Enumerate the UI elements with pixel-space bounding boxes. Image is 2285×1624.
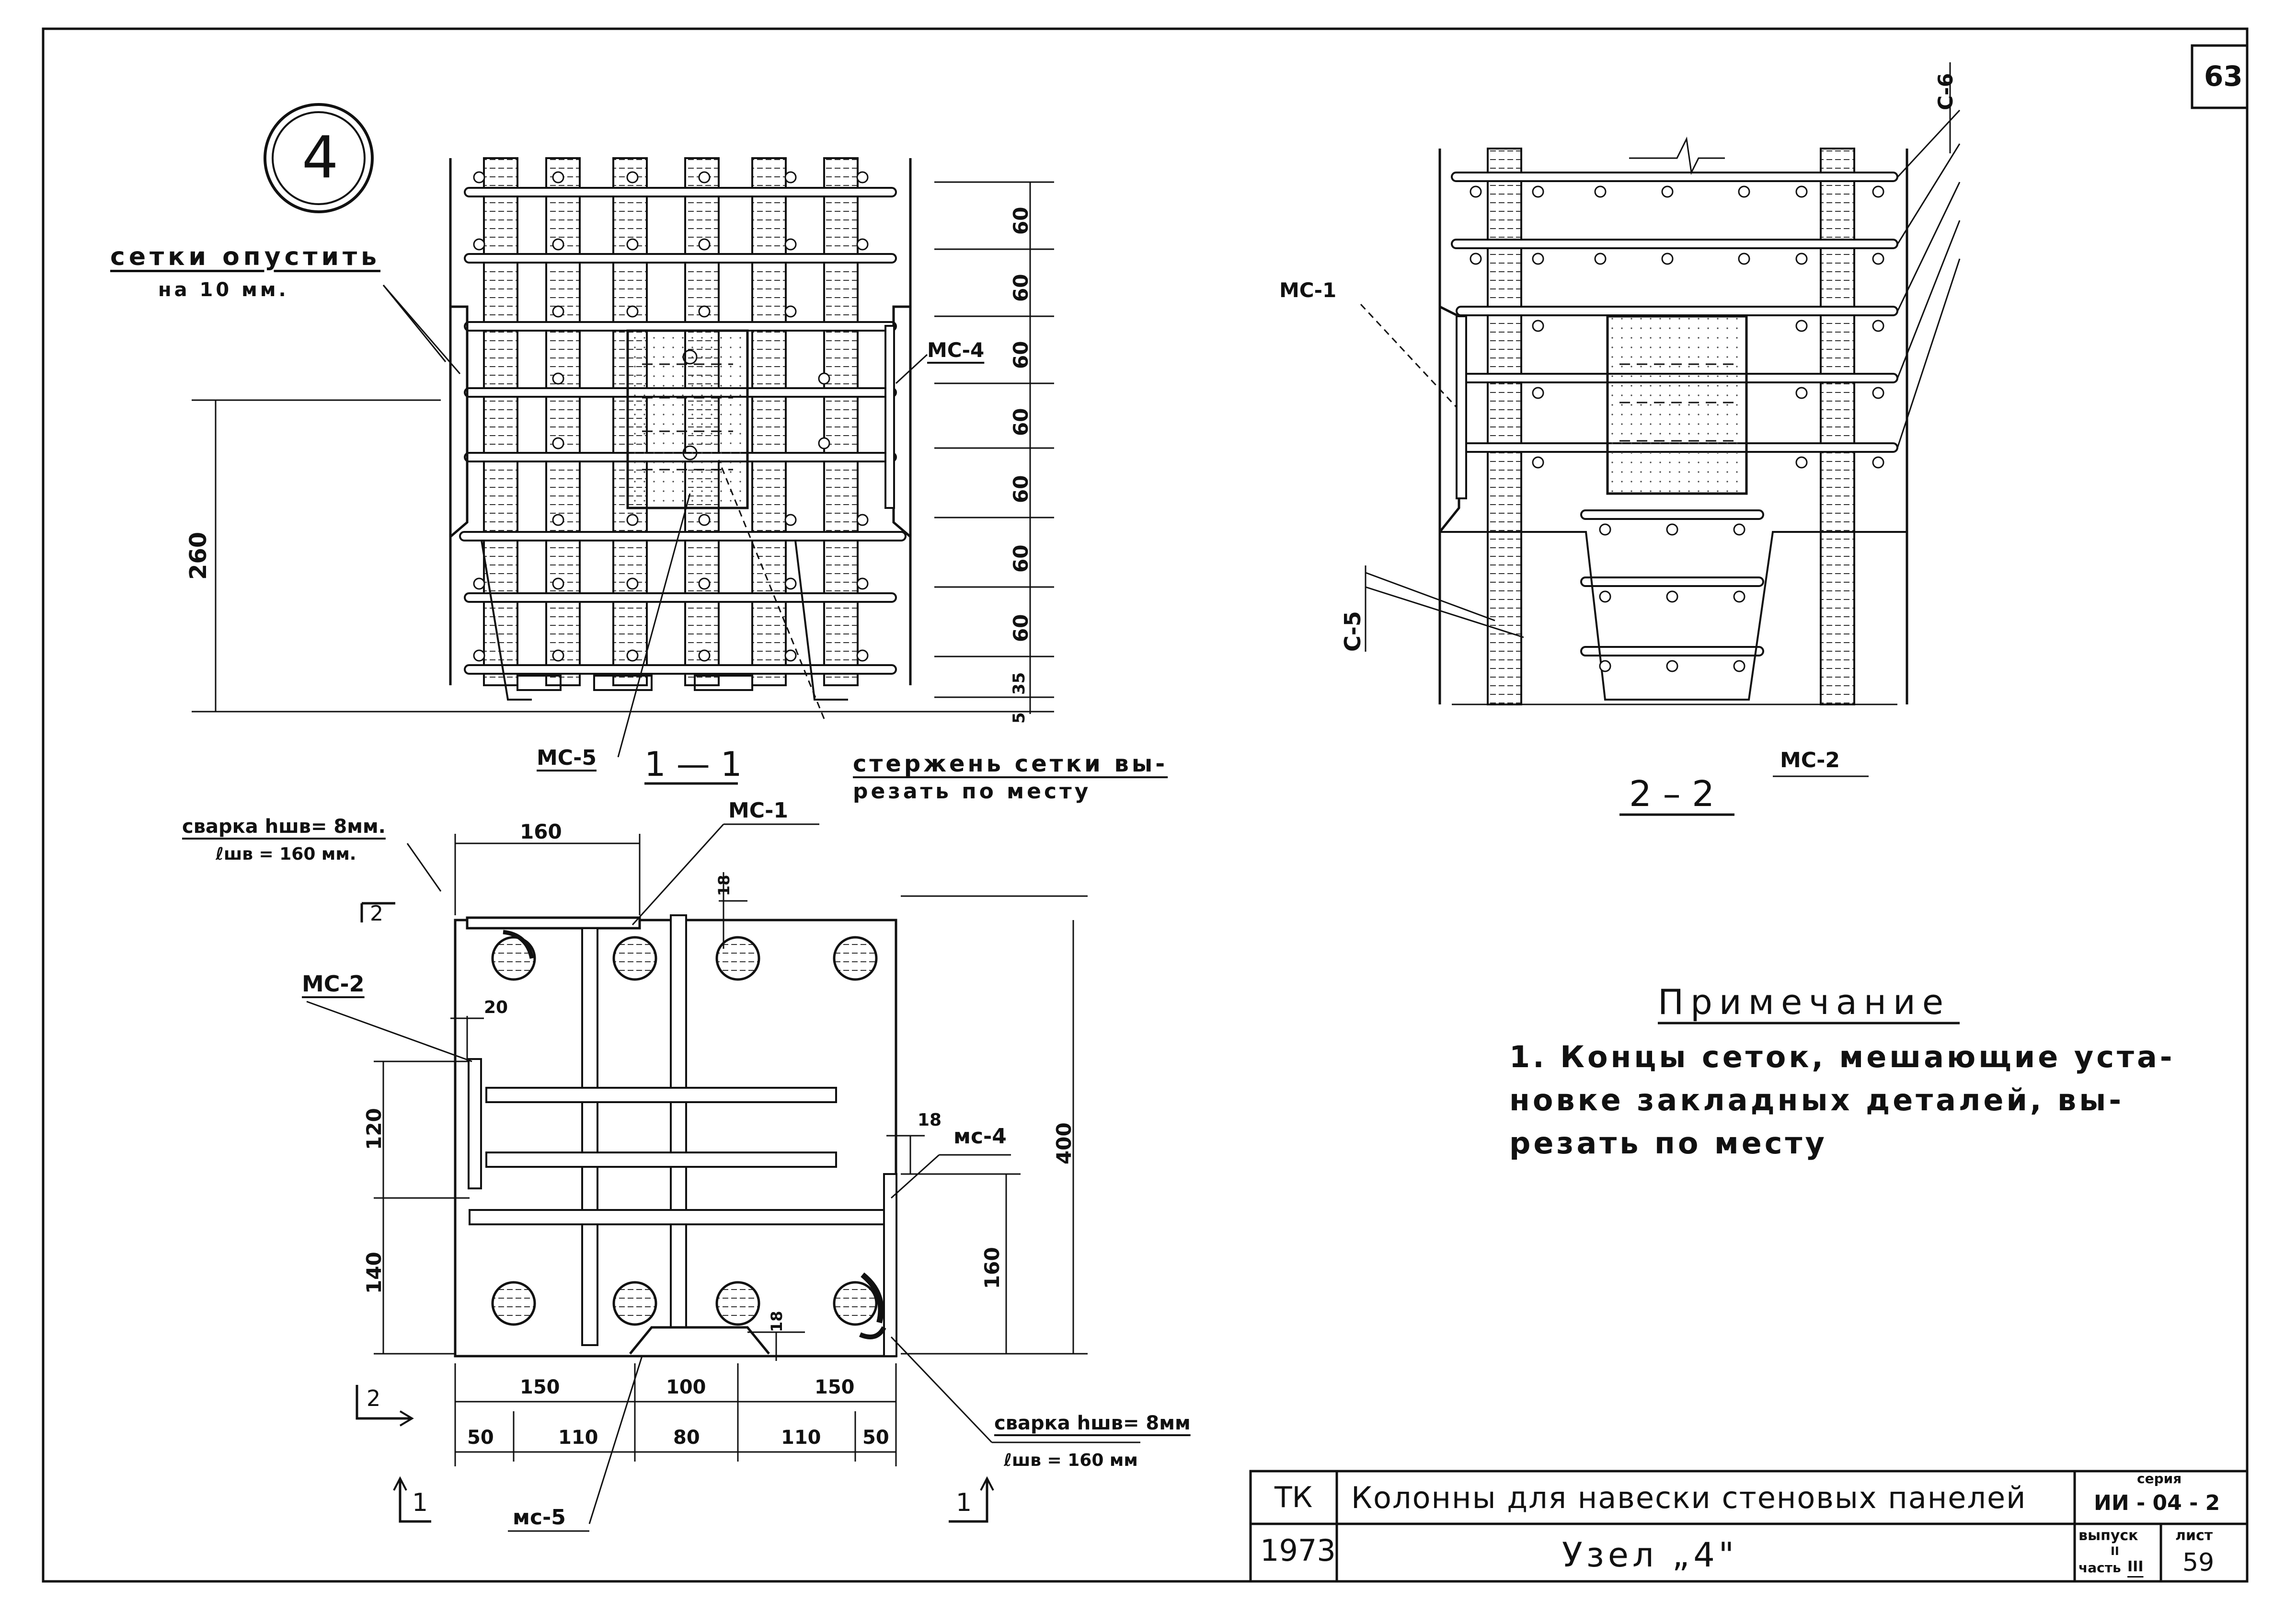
dim-right-4: 60 [1009,408,1033,436]
weld-bottom-line1: сварка hшв= 8мм [994,1412,1191,1434]
title-block-title: Колонны для навески стеновых панелей [1351,1480,2027,1515]
dim-260: 260 [185,531,212,580]
plan-dim-row2-5: 50 [862,1427,889,1449]
plan-cut-mark-2-top: 2 [370,901,383,926]
note-cut-rod-line2: резать по месту [853,779,1091,804]
note-line2: новке закладных деталей, вы- [1509,1083,2124,1117]
sheet-frame [42,27,2249,1583]
title-block-year: 1973 [1260,1533,1336,1568]
note-cut-rod-line1: стержень сетки вы- [853,750,1168,777]
dim-right-3: 60 [1009,341,1033,369]
plan-dim-18-top: 18 [715,875,733,896]
title-block-sheet-label: лист [2175,1527,2213,1544]
plan-mc2-label: МС-2 [302,971,365,997]
note-lower-mesh-line2: на 10 мм. [158,279,289,301]
dim-right-1: 60 [1009,207,1033,235]
section-2-2-drawing [1360,62,1961,816]
title-block-issue-value: II [2111,1544,2119,1558]
node-marker-circle [264,103,374,213]
dim-right-6: 60 [1009,544,1033,573]
plan-mc5-label: мс-5 [513,1505,566,1530]
plan-dim-400: 400 [1052,1122,1076,1164]
title-block-tk: ТК [1275,1481,1313,1514]
plan-dim-140: 140 [362,1252,386,1294]
plan-dim-18-bottom: 18 [768,1311,786,1332]
dim-right-9: 5 [1010,712,1029,724]
plan-dim-row1-1: 150 [520,1376,560,1398]
section-2-2-mc1-label: МС-1 [1279,278,1337,302]
note-title: Примечание [1658,982,1951,1022]
plan-dim-row2-3: 80 [673,1427,700,1449]
section-1-1-mc4-label: МС-4 [927,338,985,362]
plan-dim-row2-4: 110 [781,1427,821,1449]
dim-right-5: 60 [1009,475,1033,503]
title-block-series-label: серия [2137,1471,2182,1486]
plan-dim-row1-2: 100 [666,1376,706,1398]
plan-dim-row2-2: 110 [558,1427,598,1449]
title-block [1249,1470,2249,1583]
plan-dim-row2-1: 50 [467,1427,494,1449]
section-2-2-c6-label: С-6 [1934,73,1957,110]
dim-right-2: 60 [1009,274,1033,302]
plan-cut-mark-1-left: 1 [412,1488,428,1517]
dim-right-8: 35 [1010,672,1029,695]
plan-dim-20: 20 [484,998,508,1017]
title-block-subtitle: Узел „4" [1562,1535,1738,1575]
plan-dim-18-right: 18 [918,1110,942,1130]
section-1-1-drawing [192,157,1054,785]
plan-cut-mark-2-bottom: 2 [367,1385,381,1411]
section-2-2-mc2-label: МС-2 [1780,748,1840,772]
plan-mc4-label: мс-4 [953,1124,1007,1149]
title-block-sheet-value: 59 [2182,1548,2215,1577]
title-block-series-value: ИИ - 04 - 2 [2094,1491,2220,1515]
plan-dim-120: 120 [362,1108,386,1150]
title-block-issue-label: выпуск [2078,1527,2138,1544]
weld-top-line1: сварка hшв= 8мм. [182,816,386,838]
title-block-part-label: часть [2078,1560,2121,1576]
plan-drawing [306,823,1140,1532]
plan-dim-160-top: 160 [520,820,562,843]
note-line3: резать по месту [1509,1126,1827,1161]
note-lower-mesh-line1: сетки опустить [110,242,381,271]
note-line1: 1. Концы сеток, мешающие уста- [1509,1039,2175,1074]
plan-cut-mark-1-right: 1 [956,1488,972,1517]
section-1-1-mc5-label: МС-5 [537,746,597,770]
section-1-1-title: 1 — 1 [644,745,742,784]
weld-bottom-line2: ℓшв = 160 мм [1004,1451,1138,1470]
page-number: 63 [2204,60,2243,92]
title-block-part-value: III [2127,1558,2144,1575]
section-2-2-c5-label: С-5 [1340,611,1366,652]
node-marker-label: 4 [302,125,339,191]
plan-dim-row1-3: 150 [815,1376,855,1398]
plan-dim-160-right: 160 [980,1247,1004,1289]
dim-right-7: 60 [1009,614,1033,642]
weld-top-line2: ℓшв = 160 мм. [216,844,356,864]
section-2-2-title: 2 – 2 [1629,773,1715,815]
plan-mc1-label: МС-1 [728,798,788,823]
